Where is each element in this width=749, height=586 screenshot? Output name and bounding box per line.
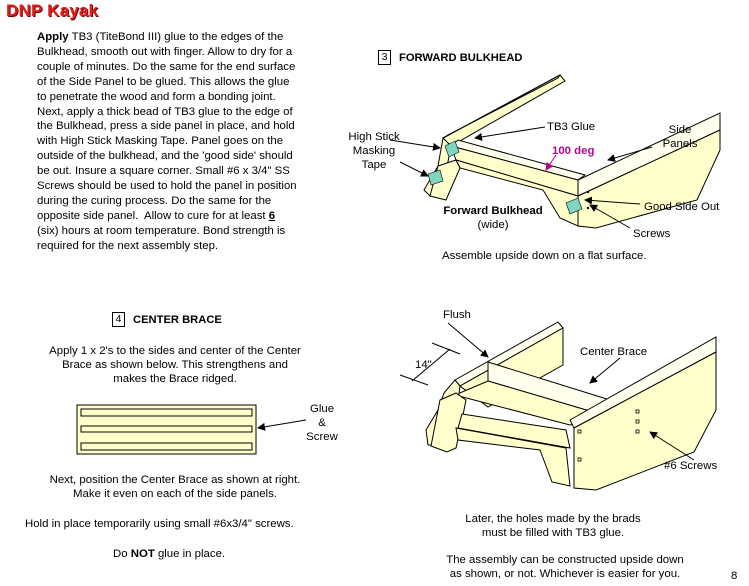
label-good-side-out: Good Side Out	[644, 201, 720, 213]
lower-brace-leg	[455, 427, 571, 487]
step3-line: Screws should be used to hold the panel …	[37, 180, 297, 193]
center-brace-assembly-drawing	[425, 321, 717, 491]
screw-hole	[577, 457, 582, 462]
step3-caption: Assemble upside down on a flat surface.	[442, 250, 647, 262]
step4-assembly-text: The assembly can be constructed upside d…	[446, 554, 684, 580]
side-panels-leader	[607, 146, 653, 162]
label-side-panels: Side Panels	[662, 124, 698, 150]
step3-line: with High Stick Masking Tape. Panel goes…	[37, 135, 284, 148]
bulkhead-dim: (wide)	[477, 219, 509, 231]
step3-heading: 3 FORWARD BULKHEAD	[378, 50, 522, 65]
front-side-panel	[577, 129, 721, 229]
step4-heading: 4 CENTER BRACE	[112, 312, 222, 327]
label-forward-bulkhead: Forward Bulkhead (wide)	[437, 204, 549, 232]
screw-hole	[577, 429, 582, 434]
center-brace-drawing	[76, 404, 257, 455]
tb3-glue-leader	[474, 126, 546, 141]
label-angle: 100 deg	[552, 145, 595, 157]
front-panel-face	[573, 351, 717, 491]
label-screws6: #6 Screws	[664, 460, 718, 472]
screws-leader	[589, 204, 631, 229]
brace-strip-middle	[80, 425, 253, 433]
step3-line: to penetrate the wood and form a bonding…	[37, 90, 276, 103]
label-glue-screw: Glue & Screw	[306, 403, 338, 443]
screw-hole	[635, 409, 640, 414]
step4-title: CENTER BRACE	[133, 313, 222, 326]
step3-line: required for the next assembly step.	[37, 239, 219, 252]
step4-position-text: Next, position the Center Brace as shown…	[49, 474, 301, 500]
tape-leader-2	[399, 161, 429, 177]
step4-hold-text: Hold in place temporarily using small #6…	[25, 518, 294, 530]
step3-number-box: 3	[378, 50, 391, 65]
bulkhead-left-leg	[429, 159, 461, 201]
line-text: TB3 (TiteBond III) glue to the edges of …	[68, 31, 284, 43]
step3-line: (six) hours at room temperature. Bond st…	[37, 224, 286, 237]
dim-line-top	[431, 342, 461, 355]
label-flush: Flush	[443, 309, 471, 321]
tape-piece	[444, 140, 460, 158]
step3-line: be out. Insure a square corner. Small #6…	[37, 165, 290, 178]
page-title: DNP Kayak	[6, 1, 99, 20]
step3-title: FORWARD BULKHEAD	[399, 51, 523, 64]
label-tb3-glue: TB3 Glue	[547, 121, 596, 133]
do-not-post: glue in place.	[154, 548, 226, 560]
step4-later-text: Later, the holes made by the brads must …	[465, 513, 641, 539]
angle-leader	[545, 154, 557, 171]
step4-leaders	[399, 322, 695, 461]
brace-strip-top	[80, 408, 253, 417]
flush-leader	[447, 322, 489, 358]
step3-leaders	[389, 126, 653, 229]
apply-lead: Apply	[37, 31, 69, 43]
tape-piece	[565, 197, 583, 215]
brace-underside	[453, 380, 611, 426]
step3-line: the Bulkhead, press a side panel in plac…	[37, 120, 295, 133]
step3-line: outside of the bulkhead, and the 'good s…	[37, 150, 293, 163]
step3-line-0: Apply TB3 (TiteBond III) glue to the edg…	[37, 30, 337, 45]
dim-line-bottom	[399, 374, 429, 386]
label-high-stick-tape: High Stick Masking Tape	[348, 131, 400, 171]
tape-leader-1	[389, 139, 441, 151]
step4-do-not-text: Do NOT glue in place.	[113, 547, 225, 561]
tape-piece	[427, 169, 444, 186]
screws6-leader	[649, 431, 695, 461]
glue-screw-leader	[257, 419, 307, 431]
back-side-panel	[442, 74, 566, 147]
page-number: 8	[731, 570, 738, 582]
screw-hole	[635, 429, 640, 434]
step3-instructions: Apply TB3 (TiteBond III) glue to the edg…	[37, 30, 337, 254]
brace-strip-bottom	[80, 442, 253, 451]
step3-line: couple of minutes. Do the same for the e…	[37, 60, 296, 73]
dim-arrow-line	[411, 348, 451, 382]
step4-number-box: 4	[112, 312, 125, 327]
masking-tape-pieces	[427, 140, 583, 215]
screw-hole	[635, 419, 640, 424]
do-not-bold: NOT	[130, 548, 155, 560]
cure-hours: 6	[268, 209, 276, 222]
bottom-rail	[457, 413, 571, 449]
brace-screw-holes	[577, 409, 640, 462]
step4-intro: Apply 1 x 2's to the sides and center of…	[49, 345, 301, 385]
label-center-brace: Center Brace	[580, 346, 648, 358]
step3-line: Bulkhead, smooth out with finger. Allow …	[37, 45, 293, 58]
do-not-pre: Do	[113, 548, 131, 560]
bulkhead-name: Forward Bulkhead	[443, 205, 543, 217]
step3-line-12: opposite side panel. Allow to cure for a…	[37, 209, 337, 224]
label-screws: Screws	[633, 228, 671, 240]
center-brace-leader	[589, 357, 621, 384]
step3-line: of the Side Panel to be glued. This allo…	[37, 75, 290, 88]
step3-line: during the curing process. Do the same f…	[37, 194, 272, 207]
line-text: opposite side panel. Allow to cure for a…	[37, 209, 269, 222]
screw-dot	[586, 206, 590, 210]
step3-line: Next, apply a thick bead of TB3 glue to …	[37, 105, 293, 118]
screw-dot	[586, 190, 590, 194]
good-side-leader	[584, 196, 641, 205]
label-dim-14: 14"	[415, 359, 432, 371]
